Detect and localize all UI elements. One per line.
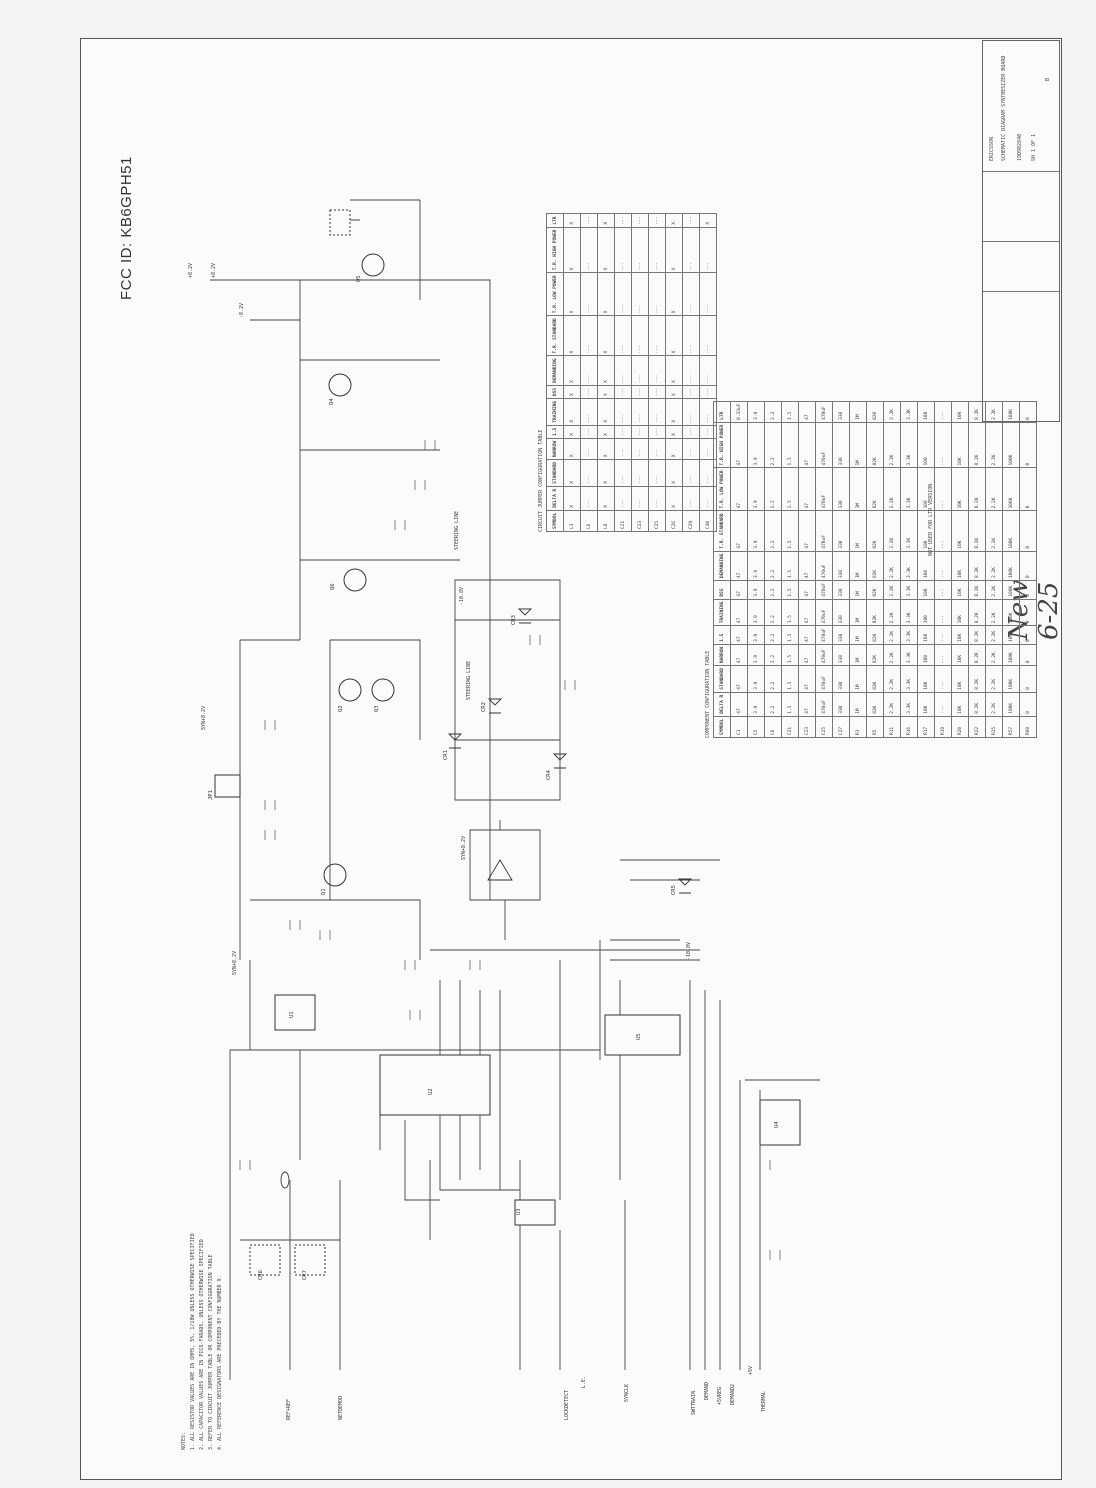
xtal-box-2 <box>294 1244 326 1276</box>
transistor-q6 <box>343 568 367 592</box>
signal-label: NETDEMOD <box>338 1396 344 1420</box>
ref-u4: U4 <box>774 1121 780 1128</box>
rail-label: SYN+8.2V <box>232 951 238 975</box>
rail-label: -10.8V <box>459 587 465 605</box>
rail-label: SYN+8.2V <box>461 836 467 860</box>
ref-q6: Q6 <box>330 583 336 590</box>
ic-u3 <box>514 1199 556 1226</box>
connector-jp1 <box>214 774 241 798</box>
ref-u3: U3 <box>516 1208 522 1215</box>
transistor-q2 <box>338 678 362 702</box>
ref-cr7: CR7 <box>302 1270 308 1280</box>
signal-label: DEMAND <box>704 1382 710 1400</box>
ref-cr6: CR6 <box>258 1270 264 1280</box>
ref-cr4: CR4 <box>546 769 552 780</box>
rail-label: +8.2V <box>188 263 194 278</box>
ref-q3: Q3 <box>374 705 380 712</box>
rail-label: +8.2V <box>211 263 217 278</box>
diode-cr2 <box>487 698 503 714</box>
ic-u2 <box>379 1054 491 1116</box>
rail-label: -10.8V <box>686 942 692 960</box>
crystal-y1 <box>280 1171 290 1189</box>
transistor-q1 <box>323 863 347 887</box>
ref-q1: Q1 <box>321 888 327 895</box>
signal-label: +5VREG <box>717 1387 723 1405</box>
diode-cr3 <box>517 608 533 624</box>
ic-u5 <box>604 1014 681 1056</box>
transistor-q3 <box>371 678 395 702</box>
rail-label: STEERING LINE <box>454 511 460 550</box>
rail-label: STEERING LINE <box>466 661 472 700</box>
ref-q4: Q4 <box>329 398 335 405</box>
ref-u1: U1 <box>289 1011 295 1018</box>
title-block: ERICSSON SCHEMATIC DIAGRAM SYNTHESIZER B… <box>982 40 1060 422</box>
signal-label: SYNCLK <box>624 1384 630 1402</box>
diode-cr4 <box>552 753 568 769</box>
signal-label: DEMAND2 <box>730 1384 736 1405</box>
signal-label: SWTTRAIN <box>691 1391 697 1415</box>
signal-label: +5V <box>748 1366 754 1375</box>
ref-cr3: CR3 <box>511 615 517 625</box>
signal-label: LOCKDETECT <box>564 1390 570 1420</box>
ref-q2: Q2 <box>338 705 344 712</box>
signal-label: REF+REF <box>286 1399 292 1420</box>
ic-u1 <box>274 994 316 1031</box>
signal-label: THERMAL <box>761 1391 767 1412</box>
shield-box <box>329 209 351 236</box>
ref-u2: U2 <box>428 1088 434 1095</box>
diode-cr5 <box>677 878 693 894</box>
diode-cr1 <box>447 733 463 749</box>
ic-u4 <box>759 1099 801 1146</box>
opamp-symbol <box>487 859 513 881</box>
ref-jp1: JP1 <box>208 790 214 800</box>
ref-cr5: CR5 <box>671 885 677 895</box>
signal-label: L.E. <box>581 1376 587 1388</box>
transistor-q5 <box>361 253 385 277</box>
ref-cr2: CR2 <box>481 702 487 712</box>
xtal-box-1 <box>249 1244 281 1276</box>
rail-label: -8.2V <box>239 303 245 318</box>
ref-q5: Q5 <box>356 275 362 282</box>
rail-label: SYN+8.2V <box>201 706 207 730</box>
ref-u5: U5 <box>636 1033 642 1040</box>
transistor-q4 <box>328 373 352 397</box>
ref-cr1: CR1 <box>443 750 449 760</box>
